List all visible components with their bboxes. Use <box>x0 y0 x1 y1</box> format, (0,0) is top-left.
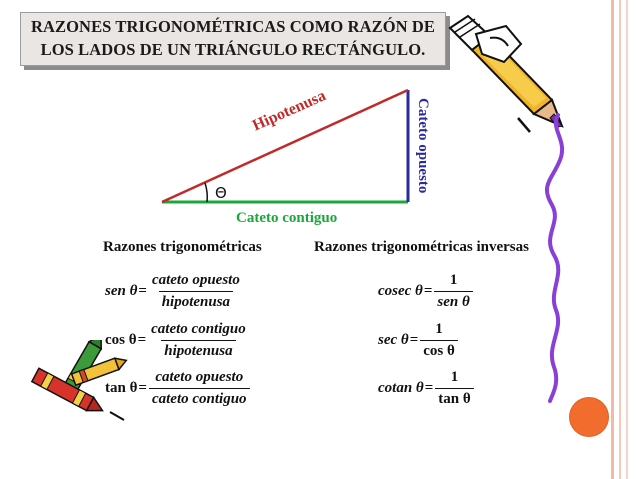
adjacent-label: Cateto contiguo <box>236 210 338 226</box>
slide-border-line <box>619 0 621 479</box>
ratios-heading: Razones trigonométricas <box>103 239 262 255</box>
hypotenuse-side <box>161 88 409 204</box>
pencil-icon <box>448 14 564 133</box>
equals-sign: = <box>138 380 147 396</box>
fraction-denominator: cateto contiguo <box>148 388 250 408</box>
fraction-numerator: cateto opuesto <box>155 369 244 385</box>
angle-label: Θ <box>215 184 227 202</box>
slide-title-line-1: RAZONES TRIGONOMÉTRICAS COMO RAZÓN DE <box>30 17 436 36</box>
secant-formula: sec θ = 1 cos θ <box>378 321 458 360</box>
equals-sign: = <box>424 380 434 396</box>
cosecant-formula: cosec θ = 1 sen θ <box>378 272 473 311</box>
tangent-formula: tan θ = cateto opuesto cateto contiguo <box>105 369 250 408</box>
fraction-denominator: hipotenusa <box>161 340 236 360</box>
inverse-ratios-heading: Razones trigonométricas inversas <box>314 239 529 255</box>
sine-formula: sen θ = cateto opuesto hipotenusa <box>105 272 243 311</box>
fraction-denominator: sen θ <box>434 291 473 311</box>
fraction-numerator: cateto opuesto <box>151 272 240 288</box>
opposite-label: Cateto opuesto <box>415 98 431 194</box>
right-triangle-diagram <box>161 88 410 204</box>
crayons-icon <box>30 340 128 421</box>
equals-sign: = <box>423 283 433 299</box>
formula-fraction: cateto contiguo hipotenusa <box>148 321 249 360</box>
equals-sign: = <box>137 332 147 348</box>
formula-lhs: tan θ <box>105 380 138 396</box>
formula-fraction: cateto opuesto cateto contiguo <box>148 369 250 408</box>
fraction-numerator: 1 <box>450 369 459 385</box>
orange-circle-decoration <box>570 398 608 436</box>
equals-sign: = <box>409 332 419 348</box>
formula-lhs: cos θ <box>105 332 137 348</box>
squiggle-line <box>545 113 564 403</box>
formula-lhs: sec θ <box>378 332 409 348</box>
slide-border-line <box>626 0 628 479</box>
formula-fraction: 1 tan θ <box>435 369 474 408</box>
formula-fraction: 1 cos θ <box>420 321 458 360</box>
fraction-numerator: 1 <box>435 321 443 337</box>
equals-sign: = <box>138 283 147 299</box>
cotangent-formula: cotan θ = 1 tan θ <box>378 369 474 408</box>
fraction-denominator: hipotenusa <box>158 291 234 311</box>
formula-fraction: 1 sen θ <box>434 272 473 311</box>
fraction-numerator: 1 <box>449 272 458 288</box>
fraction-denominator: tan θ <box>435 388 474 408</box>
formula-lhs: cotan θ <box>378 380 424 396</box>
title-box: RAZONES TRIGONOMÉTRICAS COMO RAZÓN DE LO… <box>20 12 446 66</box>
formula-fraction: cateto opuesto hipotenusa <box>149 272 243 311</box>
slide-border-line <box>611 0 614 479</box>
fraction-numerator: cateto contiguo <box>151 321 246 337</box>
formula-lhs: cosec θ <box>378 283 423 299</box>
fraction-denominator: cos θ <box>420 340 458 360</box>
formula-lhs: sen θ <box>105 283 138 299</box>
cosine-formula: cos θ = cateto contiguo hipotenusa <box>105 321 249 360</box>
slide-title-line-2: LOS LADOS DE UN TRIÁNGULO RECTÁNGULO. <box>40 40 426 59</box>
angle-arc <box>204 182 209 203</box>
